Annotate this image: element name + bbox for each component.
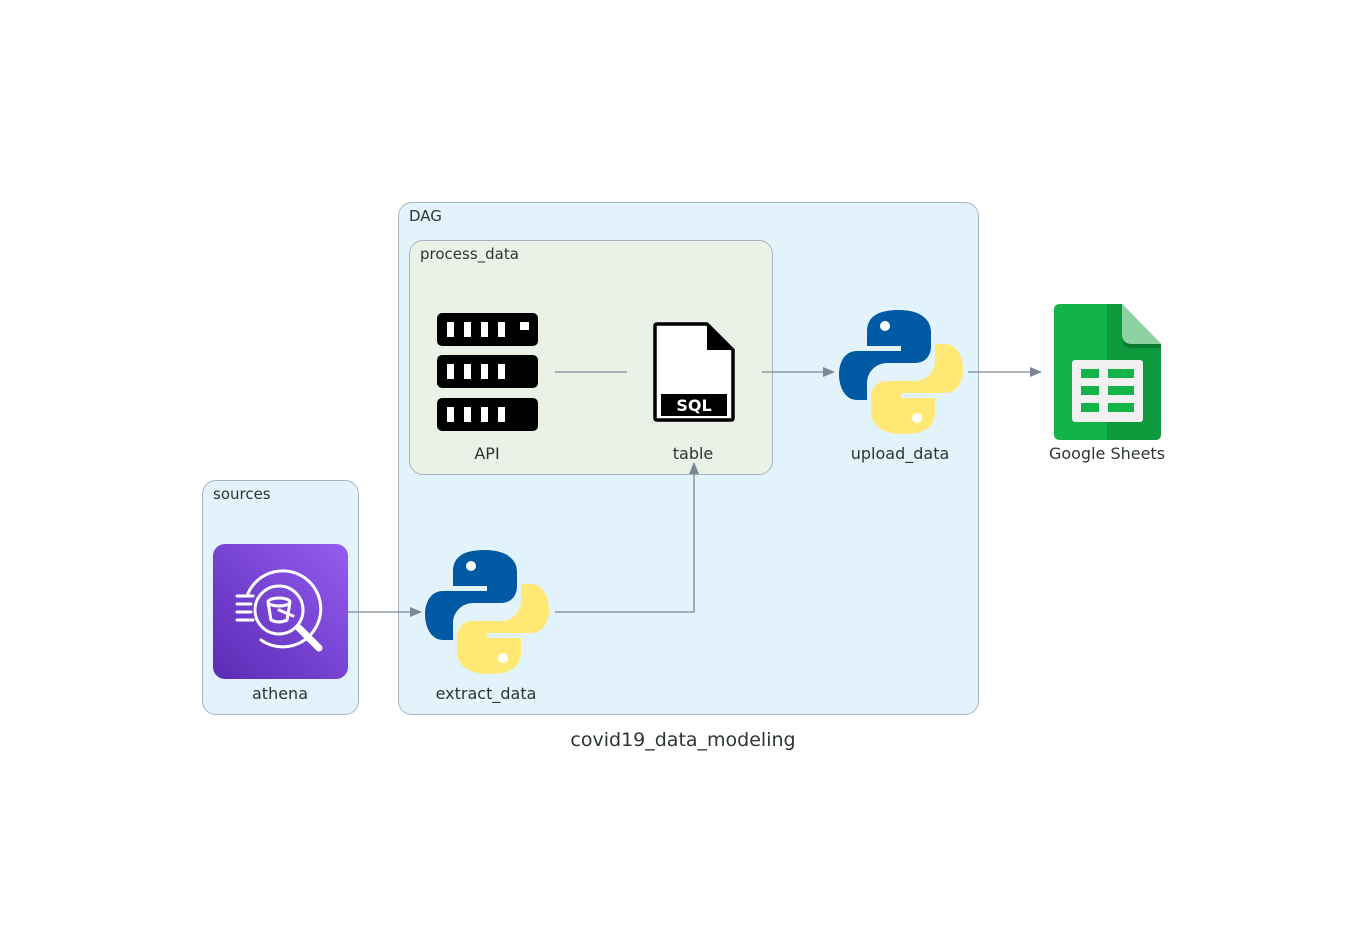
cluster-label-dag: DAG bbox=[409, 207, 442, 225]
node-label-athena: athena bbox=[251, 684, 308, 703]
aws-athena-icon bbox=[213, 544, 348, 679]
python-icon bbox=[839, 310, 963, 434]
node-label-extract-data: extract_data bbox=[435, 684, 537, 703]
node-label-upload-data: upload_data bbox=[850, 444, 950, 463]
sql-file-icon: SQL bbox=[653, 322, 735, 422]
node-label-api: API bbox=[474, 444, 500, 463]
google-sheets-icon bbox=[1054, 304, 1161, 440]
python-icon bbox=[425, 550, 549, 674]
server-rack-icon bbox=[437, 313, 538, 431]
node-label-google-sheets: Google Sheets bbox=[1048, 444, 1166, 463]
cluster-label-sources: sources bbox=[213, 485, 271, 503]
node-label-table: table bbox=[672, 444, 714, 463]
edge-extract-table bbox=[555, 462, 699, 613]
diagram-title: covid19_data_modeling bbox=[570, 729, 796, 751]
sql-text: SQL bbox=[676, 396, 711, 415]
cluster-label-process-data: process_data bbox=[420, 245, 519, 263]
